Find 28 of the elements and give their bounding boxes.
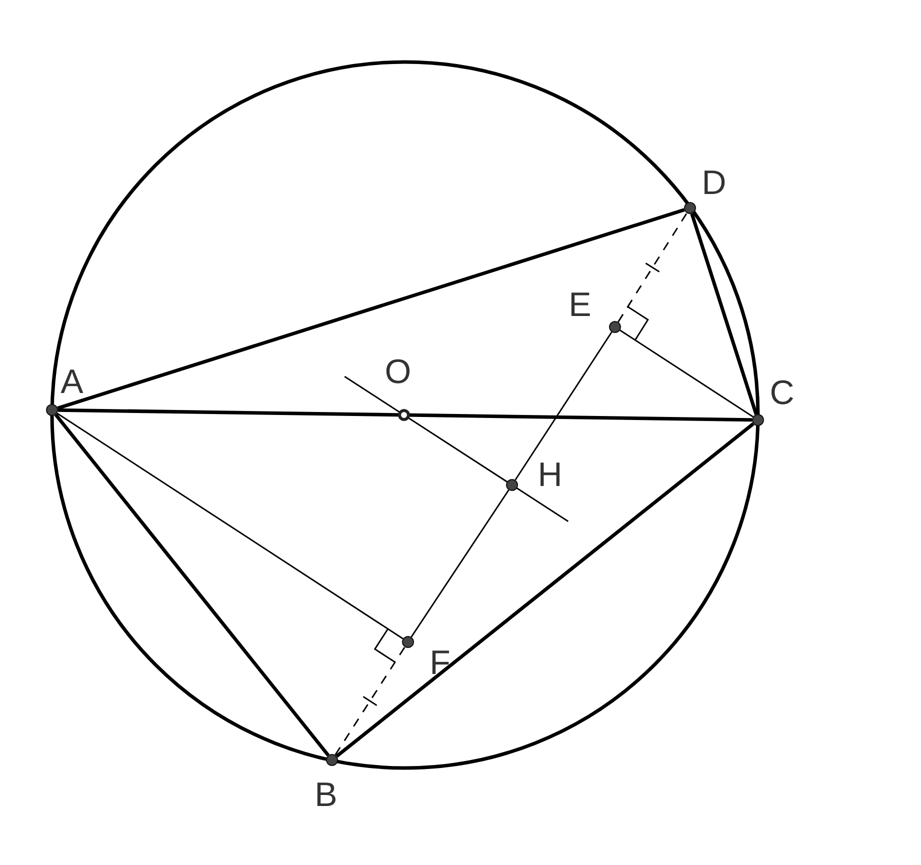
- line-segment: [336, 422, 754, 758]
- line-segment: [620, 330, 754, 418]
- point-label: B: [314, 778, 338, 812]
- dashed-line-segment: [334, 646, 406, 756]
- point-label: O: [384, 355, 412, 389]
- point-dot: [684, 202, 696, 214]
- point-dot: [326, 754, 338, 766]
- point-dot: [752, 414, 764, 426]
- line-segment: [344, 376, 569, 522]
- line-segment: [690, 213, 758, 415]
- line-segment: [514, 332, 612, 480]
- point-label: C: [770, 376, 794, 410]
- line-segment: [54, 414, 330, 756]
- line-segment: [56, 412, 404, 640]
- point-label: E: [568, 288, 592, 322]
- point-label: H: [538, 458, 562, 492]
- hollow-point: [398, 409, 410, 421]
- point-label: A: [60, 365, 84, 399]
- line-segment: [410, 490, 510, 638]
- point-dot: [402, 636, 414, 648]
- line-segment: [58, 408, 752, 422]
- point-label: F: [430, 646, 450, 680]
- point-label: D: [702, 166, 726, 200]
- dashed-line-segment: [618, 212, 688, 322]
- point-dot: [46, 404, 58, 416]
- line-segment: [57, 208, 685, 410]
- point-dot: [609, 321, 621, 333]
- point-dot: [506, 479, 518, 491]
